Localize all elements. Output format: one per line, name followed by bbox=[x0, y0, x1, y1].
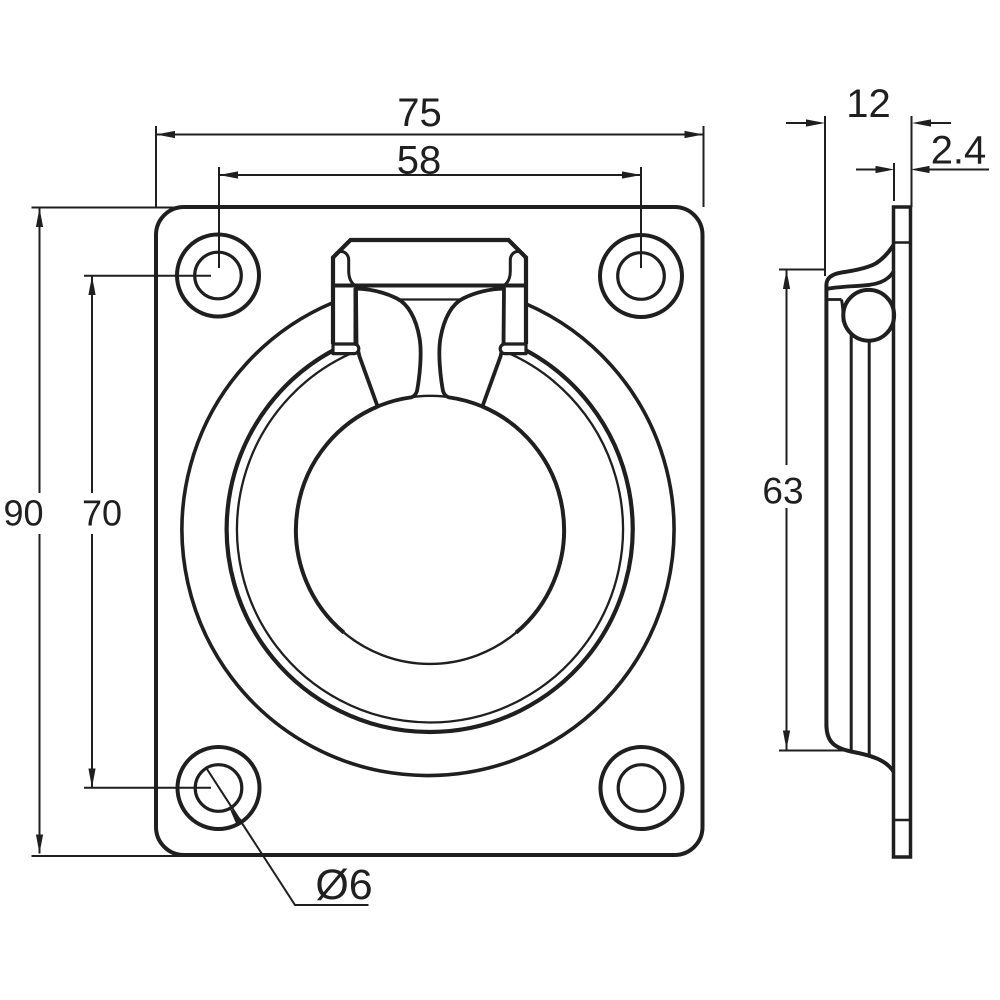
svg-text:2.4: 2.4 bbox=[931, 129, 987, 173]
svg-text:12: 12 bbox=[846, 82, 891, 126]
svg-text:70: 70 bbox=[82, 493, 122, 534]
svg-text:63: 63 bbox=[762, 471, 803, 512]
svg-text:75: 75 bbox=[397, 91, 442, 135]
svg-text:90: 90 bbox=[3, 493, 43, 534]
svg-text:58: 58 bbox=[397, 139, 442, 183]
svg-text:Ø6: Ø6 bbox=[315, 861, 372, 909]
